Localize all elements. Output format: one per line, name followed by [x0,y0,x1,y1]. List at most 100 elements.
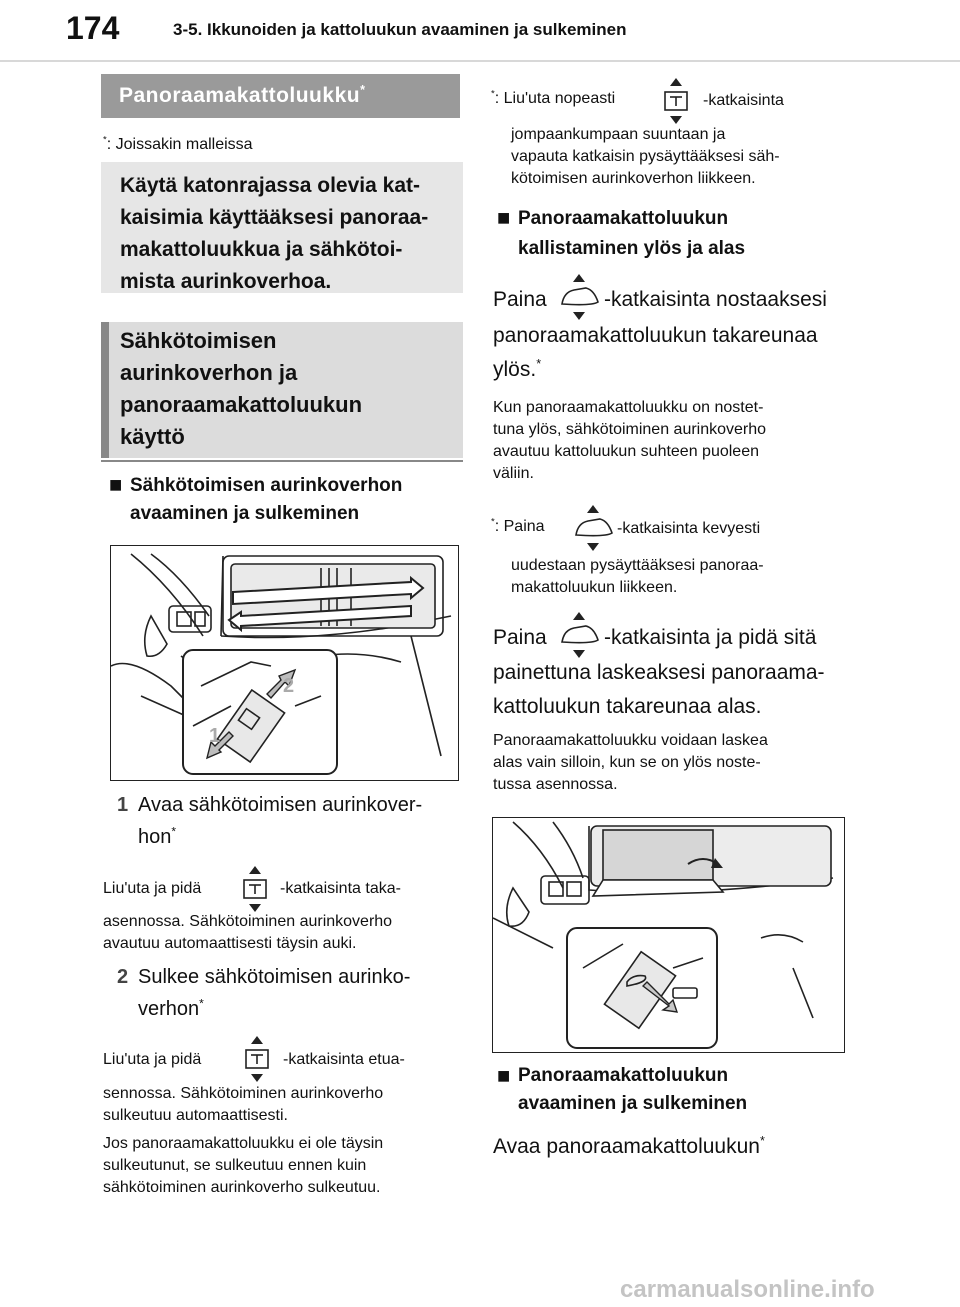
open-mark: * [759,1134,765,1148]
fn-line: jompaankumpaan suuntaan ja [511,126,726,143]
section-title: Panoraamakattoluukku* [101,74,460,118]
lower-note-line: tussa asennossa. [493,776,618,793]
subsection-underline [101,460,463,462]
slide-switch-icon [243,866,267,912]
subsection-line: aurinkoverhon ja [120,360,298,385]
tilt-note-line: avautuu kattoluukun suhteen puoleen [493,443,759,460]
bullet-square: ■ [497,1063,511,1088]
fn-mark: * [491,88,495,100]
slide-switch-icon [245,1036,269,1082]
intro-line: mista aurinkoverhoa. [120,270,332,293]
note: Jos panoraamakattoluukku ei ole täysin s… [103,1133,383,1199]
fn-line: vapauta katkaisin pysäyttääksesi säh- [511,148,780,165]
bullet-square: ■ [497,205,511,230]
step-2-text: Sulkee sähkötoimisen aurinko- verhon* [138,961,410,1025]
lower-c: painettuna laskeaksesi panoraama- kattol… [493,656,825,724]
fn-line: uudestaan pysäyttääksesi panoraa- [511,557,764,574]
fn1-a: *: Liu'uta nopeasti [491,88,615,110]
tilt-note-line: tuna ylös, sähkötoiminen aurinkoverho [493,421,767,438]
fn-line: kötoimisen aurinkoverhon liikkeen. [511,170,756,187]
step-1-desc-b: -katkaisinta taka- [280,880,401,897]
section-heading-line: kallistaminen ylös ja alas [518,238,746,259]
step-number: 1 [117,794,129,816]
step-1-number: 1 [117,789,128,821]
section-heading-open: Panoraamakattoluukun avaaminen ja sulkem… [518,1062,747,1118]
fn-text: : Liu'uta nopeasti [494,90,616,107]
footnote-mark: * [103,134,107,146]
desc-line: avautuu automaattisesti täysin auki. [103,935,357,952]
lower-note-line: Panoraamakattoluukku voidaan laskea [493,732,768,749]
lower-line: painettuna laskeaksesi panoraama- [493,661,825,684]
note-line: sähkötoiminen aurinkoverho sulkeutuu. [103,1179,381,1196]
chapter-title: 3-5. Ikkunoiden ja kattoluukun avaaminen… [173,20,627,39]
tilt-mark: * [536,357,542,371]
tilt-switch-icon [561,612,599,658]
slide-switch-icon [664,78,688,124]
tilt-note-line: Kun panoraamakattoluukku on nostet- [493,399,764,416]
step-mark: * [171,824,177,839]
headliner-illustration: 2 1 [110,553,452,775]
section-title-text: Panoraamakattoluukku [119,84,361,107]
figure-tilt [492,817,845,1053]
open-text: Avaa panoraamakattoluukun* [493,1130,765,1164]
tilt-c: panoraamakattoluukun takareunaa ylös.* [493,319,818,387]
desc-line: sennossa. Sähkötoiminen aurinkoverho [103,1085,384,1102]
figure-label: 2 [283,675,294,697]
step-1-desc-a: Liu'uta ja pidä [103,880,202,897]
note-line: sulkeutunut, se sulkeutuu ennen kuin [103,1157,367,1174]
tilt-b: -katkaisinta nostaaksesi [604,288,827,311]
desc-line: asennossa. Sähkötoiminen aurinkoverho [103,913,393,930]
note-line: Jos panoraamakattoluukku ei ole täysin [103,1135,384,1152]
section-heading-line: avaaminen ja sulkeminen [130,503,360,524]
intro-line: makattoluukkua ja sähkötoi- [120,238,403,261]
subsection-box: Sähkötoimisen aurinkoverhon ja panoraama… [101,322,463,458]
lower-line: kattoluukun takareunaa alas. [493,695,762,718]
step-2-desc-c: sennossa. Sähkötoiminen aurinkoverho sul… [103,1083,383,1127]
section-heading-line: avaaminen ja sulkeminen [518,1093,748,1114]
tilt-a: Paina [493,288,547,311]
headliner-illustration [492,821,834,1049]
footnote-text: : Joissakin malleissa [106,136,253,153]
tilt-switch-icon [575,505,613,551]
intro-line: Käytä katonrajassa olevia kat- [120,174,420,197]
subsection-line: käyttö [120,424,185,449]
fn2-b: -katkaisinta kevyesti [617,520,761,537]
fn1-c: jompaankumpaan suuntaan ja vapauta katka… [511,124,780,190]
page-number: 174 [66,10,120,46]
step-2-desc-b: -katkaisinta etua- [283,1051,405,1068]
tilt-line: ylös. [493,358,537,381]
step-mark: * [199,996,204,1011]
section-heading: Sähkötoimisen aurinkoverhon avaaminen ja… [130,472,402,528]
fn-line: makattoluukun liikkeen. [511,579,678,596]
subsection-line: panoraamakattoluukun [120,392,363,417]
watermark: carmanualsonline.info [620,1276,875,1303]
step-line: Avaa sähkötoimisen aurinkover- [138,794,423,816]
fn-text: : Paina [494,518,545,535]
tilt-line: panoraamakattoluukun takareunaa [493,324,818,347]
step-2-number: 2 [117,961,128,993]
tilt-note: Kun panoraamakattoluukku on nostet- tuna… [493,397,766,485]
bullet-square: ■ [109,472,123,497]
intro-box: Käytä katonrajassa olevia kat- kaisimia … [101,162,463,293]
step-line: hon [138,826,172,848]
fn2-a: *: Paina [491,516,545,538]
tilt-switch-icon [561,274,599,320]
title-mark: * [360,83,366,97]
open-line: Avaa panoraamakattoluukun [493,1135,760,1158]
step-number: 2 [117,966,129,988]
lower-note-line: alas vain silloin, kun se on ylös noste- [493,754,761,771]
subsection-line: Sähkötoimisen [120,328,277,353]
figure-sunshade: 2 1 [110,545,459,781]
step-1-desc-c: asennossa. Sähkötoiminen aurinkoverho av… [103,911,392,955]
step-line: Sulkee sähkötoimisen aurinko- [138,966,411,988]
fn1-b: -katkaisinta [703,92,784,109]
step-2-desc-a: Liu'uta ja pidä [103,1051,202,1068]
step-line: verhon [138,998,200,1020]
section-heading-line: Sähkötoimisen aurinkoverhon [130,475,403,496]
section-heading-line: Panoraamakattoluukun [518,1065,729,1086]
footnote: *: Joissakin malleissa [103,133,253,157]
lower-note: Panoraamakattoluukku voidaan laskea alas… [493,730,768,796]
tilt-note-line: väliin. [493,465,534,482]
lower-b: -katkaisinta ja pidä sitä [604,626,817,649]
intro-line: kaisimia käyttääksesi panoraa- [120,206,429,229]
